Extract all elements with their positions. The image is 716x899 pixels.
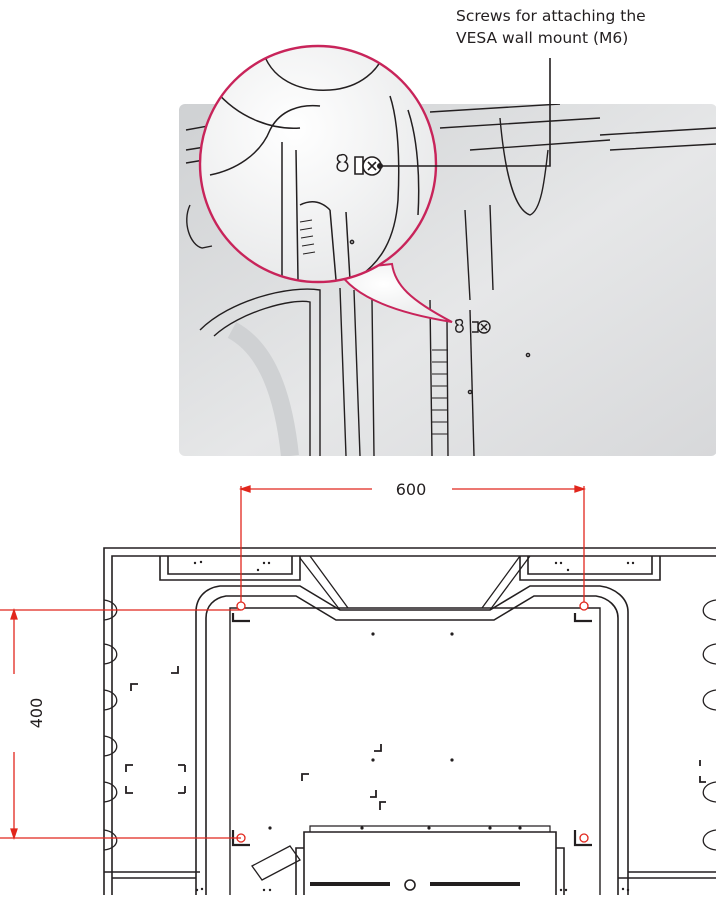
width-dimension-label: 600 bbox=[396, 480, 427, 499]
screw-callout-label: Screws for attaching the VESA wall mount… bbox=[456, 5, 711, 49]
vesa-mount-hole-icon bbox=[573, 601, 592, 623]
callout-line-1: Screws for attaching the bbox=[456, 7, 646, 25]
technical-rear-view bbox=[103, 547, 716, 895]
height-dimension bbox=[0, 607, 241, 841]
magnifier-zoom-view bbox=[198, 44, 438, 284]
vesa-mount-hole-icon bbox=[231, 601, 250, 623]
height-dimension-label: 400 bbox=[27, 698, 46, 729]
screw-icon bbox=[354, 156, 382, 176]
callout-leader-line bbox=[380, 58, 551, 167]
vesa-mount-hole-icon bbox=[573, 830, 592, 847]
magnifier-tail bbox=[336, 262, 453, 323]
keyhole-slot-icon bbox=[336, 153, 349, 172]
keyhole-slot-icon bbox=[455, 318, 464, 333]
callout-line-2: VESA wall mount (M6) bbox=[456, 29, 629, 47]
width-dimension bbox=[238, 485, 587, 602]
screw-icon bbox=[472, 320, 491, 334]
